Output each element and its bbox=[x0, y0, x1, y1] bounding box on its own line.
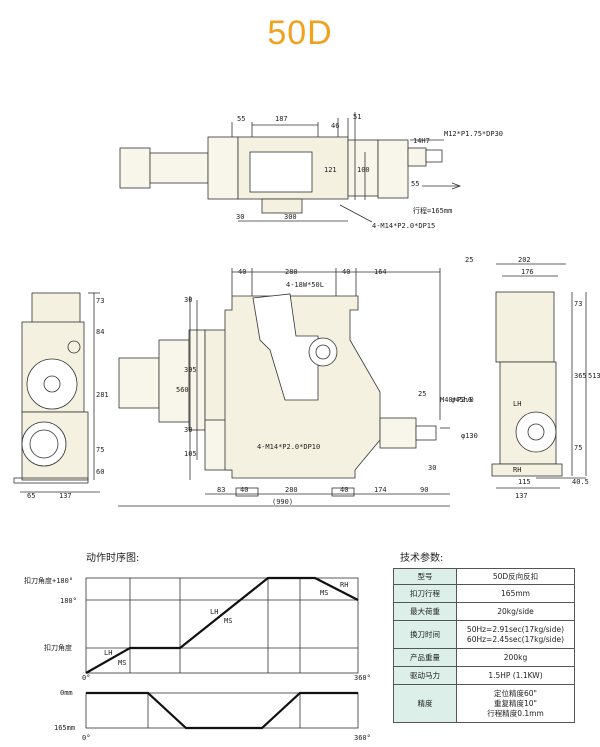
dim-right-513: 513 bbox=[588, 372, 600, 380]
dim-right-25: 25 bbox=[465, 256, 473, 264]
stroke-zero: 0° bbox=[82, 734, 90, 742]
dim-left-281: 281 bbox=[96, 391, 109, 399]
dim-300: 300 bbox=[284, 213, 297, 221]
dim-14h7: 14H7 bbox=[413, 137, 430, 145]
dim-30: 30 bbox=[236, 213, 244, 221]
x-label-end: 360° bbox=[354, 674, 371, 682]
dim-right-115: 115 bbox=[518, 478, 531, 486]
dim-164: 164 bbox=[374, 268, 387, 276]
dim-30b: 30 bbox=[184, 426, 192, 434]
dim-83: 83 bbox=[217, 486, 225, 494]
y-label-mid: 180° bbox=[60, 597, 77, 605]
dim-right-73: 73 bbox=[574, 300, 582, 308]
dim-right-176: 176 bbox=[521, 268, 534, 276]
left-view bbox=[13, 292, 100, 493]
dim-40d: 40 bbox=[340, 486, 348, 494]
dim-187: 187 bbox=[275, 115, 288, 123]
dim-right-365: 365 bbox=[574, 372, 587, 380]
label-m40: M40*P2.0 bbox=[440, 396, 474, 404]
timing-title: 动作时序图: bbox=[86, 553, 140, 564]
x-label-zero: 0° bbox=[82, 674, 90, 682]
stroke-bottom: 165mm bbox=[54, 724, 75, 732]
stroke-curve bbox=[86, 691, 358, 730]
label-stroke: 行程=165mm bbox=[413, 206, 452, 215]
label-phi45: φ45h6 bbox=[451, 396, 472, 404]
motion-lh1: LH bbox=[104, 649, 112, 657]
dim-105: 105 bbox=[184, 450, 197, 458]
timing-chart: 扣刀角度+180° 180° 扣刀角度 0° 360° 0mm 165mm 0°… bbox=[24, 576, 371, 742]
motion-ms2: MS bbox=[224, 617, 232, 625]
label-phi130: φ130 bbox=[461, 432, 478, 440]
dim-280a: 280 bbox=[285, 268, 298, 276]
page-title: 50D bbox=[267, 14, 333, 52]
angle-curve bbox=[85, 576, 359, 674]
label-m14: 4-M14*P2.0*DP15 bbox=[372, 222, 435, 230]
dim-30c: 30 bbox=[428, 464, 436, 472]
top-view bbox=[119, 112, 462, 223]
dim-40c: 40 bbox=[240, 486, 248, 494]
dim-left-137: 137 bbox=[59, 492, 72, 500]
label-right-rh: RH bbox=[513, 466, 521, 474]
dim-990: (990) bbox=[272, 498, 293, 506]
spec-title: 技术参数: bbox=[400, 553, 444, 564]
stroke-top: 0mm bbox=[60, 689, 73, 697]
motion-lh2: LH bbox=[210, 608, 218, 616]
dim-25: 25 bbox=[418, 390, 426, 398]
label-m18: 4-18W*50L bbox=[286, 281, 324, 289]
dim-560: 560 bbox=[176, 386, 189, 394]
technical-drawing: 55 187 46 51 121 100 14H7 M12*P1.75*DP30… bbox=[13, 112, 600, 507]
dim-100: 100 bbox=[357, 166, 370, 174]
dim-right-75: 75 bbox=[574, 444, 582, 452]
right-view bbox=[491, 263, 587, 489]
spec-row: 精度定位精度60"重复精度10"行程精度0.1mm bbox=[393, 684, 575, 723]
motion-ms3: MS bbox=[320, 589, 328, 597]
dim-121: 121 bbox=[324, 166, 337, 174]
dim-55a: 55 bbox=[237, 115, 245, 123]
dim-395: 395 bbox=[184, 366, 197, 374]
y-label-low: 扣刀角度 bbox=[44, 643, 72, 652]
dim-left-84: 84 bbox=[96, 328, 104, 336]
dim-left-75: 75 bbox=[96, 446, 104, 454]
dim-40a: 40 bbox=[238, 268, 246, 276]
stroke-end: 360° bbox=[354, 734, 371, 742]
dim-174: 174 bbox=[374, 486, 387, 494]
dim-280b: 280 bbox=[285, 486, 298, 494]
motion-ms1: MS bbox=[118, 659, 126, 667]
dim-right-137: 137 bbox=[515, 492, 528, 500]
dim-40b: 40 bbox=[342, 268, 350, 276]
label-m14b: 4-M14*P2.0*DP10 bbox=[257, 443, 320, 451]
dim-left-60: 60 bbox=[96, 468, 104, 476]
y-label-top: 扣刀角度+180° bbox=[24, 576, 73, 585]
label-m12: M12*P1.75*DP30 bbox=[444, 130, 503, 138]
motion-rh: RH bbox=[340, 581, 348, 589]
dim-90: 90 bbox=[420, 486, 428, 494]
dim-46: 46 bbox=[331, 122, 339, 130]
label-right-lh: LH bbox=[513, 400, 521, 408]
dim-30a: 30 bbox=[184, 296, 192, 304]
dim-right-202: 202 bbox=[518, 256, 531, 264]
dim-right-405: 40.5 bbox=[572, 478, 589, 486]
dim-55b: 55 bbox=[411, 180, 419, 188]
dim-left-65: 65 bbox=[27, 492, 35, 500]
dim-51: 51 bbox=[353, 113, 361, 121]
front-view bbox=[118, 268, 450, 507]
dim-left-73: 73 bbox=[96, 297, 104, 305]
